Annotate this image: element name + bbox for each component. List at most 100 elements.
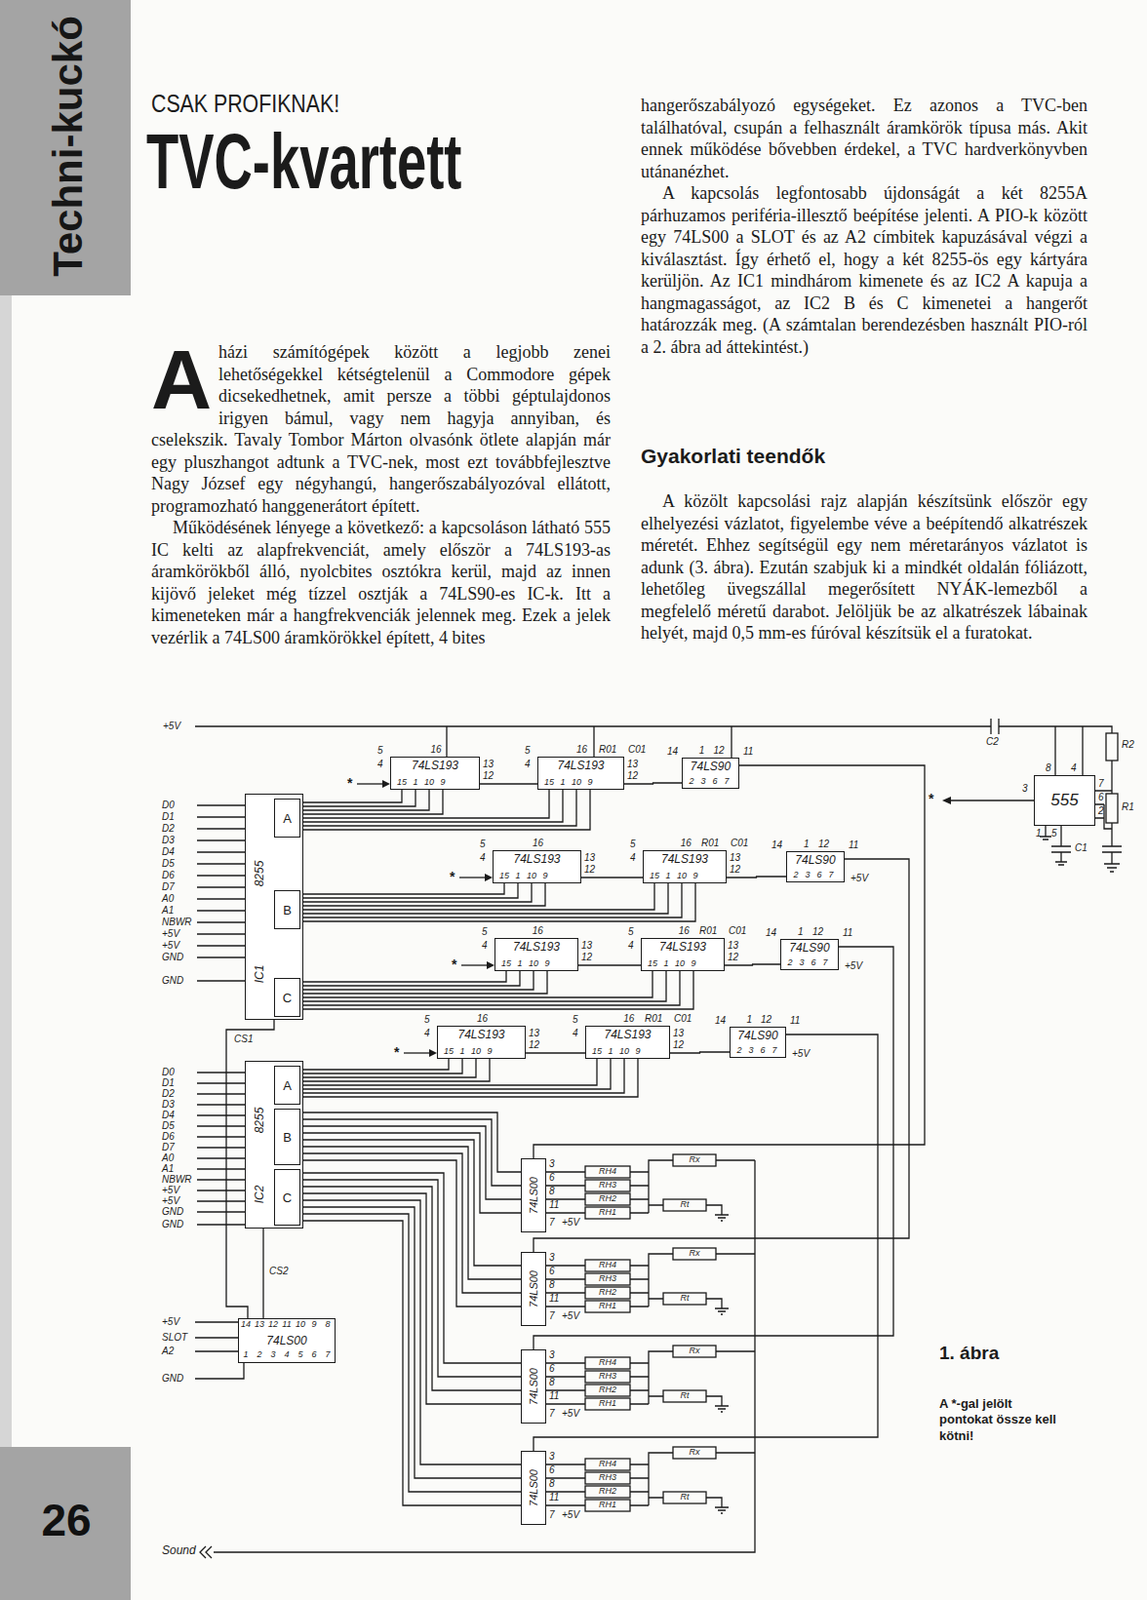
pin-number: 2 (792, 870, 798, 881)
bus-line (197, 980, 245, 982)
data-bus (300, 790, 443, 815)
junction-mark: * (347, 776, 353, 792)
pin-number: 2 (736, 1046, 742, 1057)
figure-note: A *-gal jelölt pontokat össze kell kötni… (939, 1396, 1065, 1445)
pin-number: 12 (760, 1014, 772, 1026)
pin-number: 7 (1098, 778, 1105, 790)
arrow-head (942, 796, 951, 805)
wire (356, 783, 384, 785)
pin-number: 10 (619, 1047, 630, 1058)
bus-line (197, 886, 245, 888)
bus-line (197, 1114, 245, 1116)
pin-number: 4 (479, 852, 486, 864)
pin-number: 10 (571, 778, 582, 789)
pin-number: 16 (623, 1013, 634, 1025)
signal-name: GND (161, 975, 184, 987)
text-column: A házi számítógépek között a legjobb zen… (151, 341, 611, 649)
pin-number: 1 (514, 871, 520, 882)
wire (546, 1265, 649, 1266)
bus-line (197, 816, 245, 818)
pin-number: R01 (699, 925, 717, 937)
pin-number: 10 (674, 959, 685, 970)
data-bus (300, 1112, 521, 1214)
chip-label: 74LS00 (266, 1334, 307, 1348)
part-label: Rx (689, 1346, 701, 1357)
pin-number: 3 (270, 1350, 276, 1361)
pin-number: 15 (544, 778, 554, 789)
chip-label: 74LS00 (527, 1368, 540, 1406)
pin-number: 5 (481, 926, 488, 938)
signal-name: D2 (161, 823, 175, 834)
bus-line (197, 1157, 245, 1159)
signal-name: CS2 (269, 1265, 288, 1277)
pin-number: 4 (481, 940, 488, 951)
pin-number: 4 (572, 1028, 579, 1039)
pin-number: 4 (377, 758, 384, 770)
pin-number: 16 (680, 837, 692, 849)
pio-chip: 8255IC1ABC (244, 793, 304, 1021)
pin-number: 15 (443, 1047, 454, 1058)
bus-line (197, 1168, 245, 1170)
nand-chip: 74LS00 (520, 1252, 547, 1327)
chip-label: 74LS193 (643, 853, 726, 867)
pin-number: 8 (549, 1186, 555, 1197)
pin-number: 9 (542, 871, 548, 882)
port-box: B (274, 1108, 301, 1166)
signal-name: NBWR (161, 1174, 193, 1186)
signal-name: A0 (161, 893, 174, 905)
chip-label: C (282, 1190, 292, 1206)
bus-line (197, 1071, 245, 1073)
pin-number: 2 (787, 958, 792, 969)
text-column: Gyakorlati teendőkA közölt kapcsolási ra… (640, 443, 1088, 645)
pin-number: 9 (692, 871, 698, 882)
bus-line (197, 1224, 245, 1226)
data-bus (300, 1059, 490, 1082)
wire (581, 876, 643, 878)
chip-label: 74LS193 (391, 759, 479, 773)
chip-label: B (282, 1130, 292, 1146)
ground-symbol (714, 1507, 729, 1514)
wire (647, 1265, 649, 1307)
bus-line (197, 1104, 245, 1106)
signal-name: D1 (161, 811, 175, 823)
wire (546, 1305, 649, 1307)
wire (546, 1212, 649, 1214)
part-label: RH3 (598, 1372, 617, 1383)
pin-number: 2 (256, 1350, 262, 1361)
wire (546, 1185, 649, 1187)
pin-number: +5V (561, 1310, 580, 1322)
pin-number: 16 (430, 744, 441, 755)
nand-chip: 74LS00 (520, 1349, 547, 1424)
chip-label: 74LS193 (495, 941, 578, 954)
pin-number: 16 (476, 1013, 488, 1025)
pin-number: 6 (311, 1350, 317, 1361)
pin-number: 12 (268, 1320, 278, 1331)
part-label: RH1 (598, 1399, 617, 1410)
pin-number: +5V (561, 1408, 580, 1420)
pin-number: 3 (804, 870, 810, 881)
signal-name: D3 (161, 1099, 175, 1110)
chip-label: 74LS90 (730, 1029, 786, 1043)
signal-name: A1 (161, 1163, 174, 1175)
kicker: CSAK PROFIKNAK! (151, 89, 340, 119)
text-column: hangerőszabályozó egységeket. Ez azonos … (640, 94, 1088, 358)
wire (624, 783, 682, 785)
pin-number: 1 (242, 1350, 248, 1361)
resistor-symbol (585, 1371, 631, 1384)
pin-number: 5 (572, 1014, 579, 1026)
pin-number: 8 (324, 1320, 330, 1331)
pin-number: 5 (424, 1014, 431, 1026)
pin-number: 1 (412, 778, 418, 789)
resistor-symbol (585, 1398, 631, 1411)
resistor-symbol (1106, 733, 1118, 761)
pin-number: 4 (424, 1028, 431, 1039)
chip-label: 74LS00 (527, 1270, 540, 1308)
pin-number: 3 (748, 1046, 753, 1057)
resistor-symbol (585, 1500, 631, 1512)
bus-line (197, 898, 245, 900)
ground-symbol (1039, 826, 1052, 840)
chip-label: 74LS193 (641, 941, 724, 954)
signal-name: D4 (161, 846, 175, 858)
wire (525, 1052, 586, 1054)
wire (195, 1322, 244, 1380)
